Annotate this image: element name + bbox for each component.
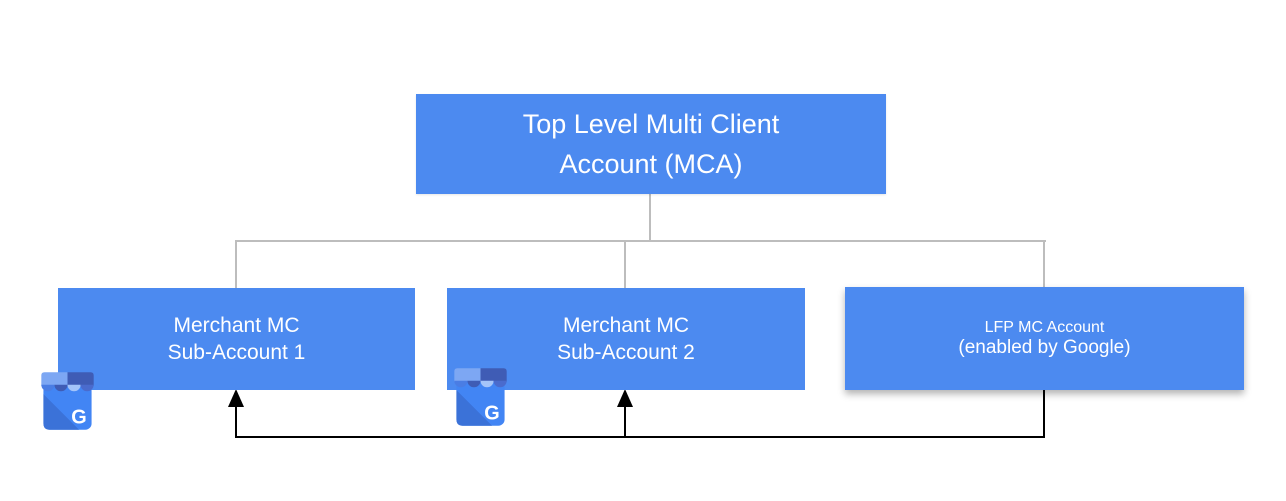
node-lfp-mc-account: LFP MC Account (enabled by Google) [845, 287, 1244, 390]
connector-mca-stem [649, 194, 651, 242]
node-top-level-mca: Top Level Multi Client Account (MCA) [416, 94, 886, 194]
node-mca-label-line2: Account (MCA) [559, 149, 743, 179]
node-sub2-label-line2: Sub-Account 2 [557, 341, 695, 364]
connector-drop-sub1 [235, 240, 237, 289]
connector-drop-sub2 [624, 240, 626, 289]
node-sub2-label-line1: Merchant MC [562, 314, 690, 337]
arrow-stem-to-sub1 [235, 403, 237, 437]
node-sub1-label-line2: Sub-Account 1 [167, 341, 306, 364]
connector-drop-lfp [1043, 240, 1045, 288]
arrow-lfp-down-stem [1043, 390, 1045, 438]
arrowhead-sub2 [617, 389, 633, 407]
gmb-g-letter: G [71, 406, 86, 428]
node-sub1-label-line1: Merchant MC [173, 314, 300, 337]
arrow-stem-to-sub2 [624, 403, 626, 437]
google-business-storefront-icon: G [454, 368, 507, 426]
arrowhead-sub1 [228, 389, 244, 407]
arrow-horizontal-return [235, 436, 1045, 438]
connector-horizontal-bus [235, 240, 1046, 242]
node-lfp-label-line2: (enabled by Google) [958, 336, 1131, 358]
google-business-storefront-icon: G [41, 372, 94, 430]
node-merchant-sub-account-1: Merchant MC Sub-Account 1 [58, 288, 415, 390]
node-lfp-label-line1: LFP MC Account [984, 318, 1105, 336]
gmb-g-letter: G [484, 402, 499, 424]
node-mca-label-line1: Top Level Multi Client [522, 109, 780, 139]
